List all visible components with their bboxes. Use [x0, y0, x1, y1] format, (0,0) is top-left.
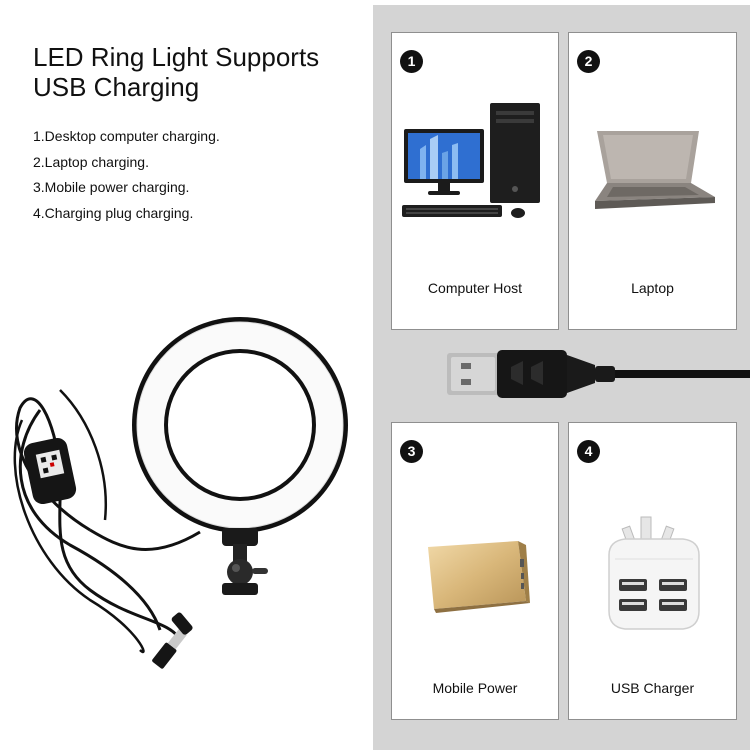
page-title: LED Ring Light Supports USB Charging — [33, 42, 363, 102]
feature-item-charging-plug: 4.Charging plug charging. — [33, 204, 194, 221]
power-bank-icon — [428, 541, 530, 613]
number-badge: 3 — [400, 440, 423, 463]
option-label: Laptop — [631, 280, 674, 296]
title-line-2: USB Charging — [33, 72, 200, 102]
usb-cable-icon — [447, 350, 750, 398]
feature-item-desktop: 1.Desktop computer charging. — [33, 128, 220, 144]
ring-light-product-image — [13, 317, 348, 669]
usb-charger-icon — [608, 516, 700, 630]
feature-item-mobile-power: 3.Mobile power charging. — [33, 179, 190, 195]
number-badge: 2 — [577, 50, 600, 73]
number-badge: 1 — [400, 50, 423, 73]
option-label: Computer Host — [427, 280, 523, 296]
desktop-computer-icon — [402, 103, 540, 218]
feature-item-laptop: 2.Laptop charging. — [33, 153, 149, 170]
feature-list: 1.Desktop computer charging. 2.Laptop ch… — [33, 124, 220, 226]
option-card-laptop: 2 Laptop — [568, 32, 737, 330]
option-card-computer-host: 1 Computer Host — [391, 32, 559, 330]
option-label: Mobile Power — [432, 680, 518, 696]
number-badge: 4 — [577, 440, 600, 463]
title-line-1: LED Ring Light Supports — [33, 42, 320, 72]
laptop-icon — [595, 131, 715, 209]
option-card-mobile-power: 3 Mobile Power — [391, 422, 559, 720]
option-label: USB Charger — [610, 680, 695, 696]
option-card-usb-charger: 4 USB Charger — [568, 422, 737, 720]
